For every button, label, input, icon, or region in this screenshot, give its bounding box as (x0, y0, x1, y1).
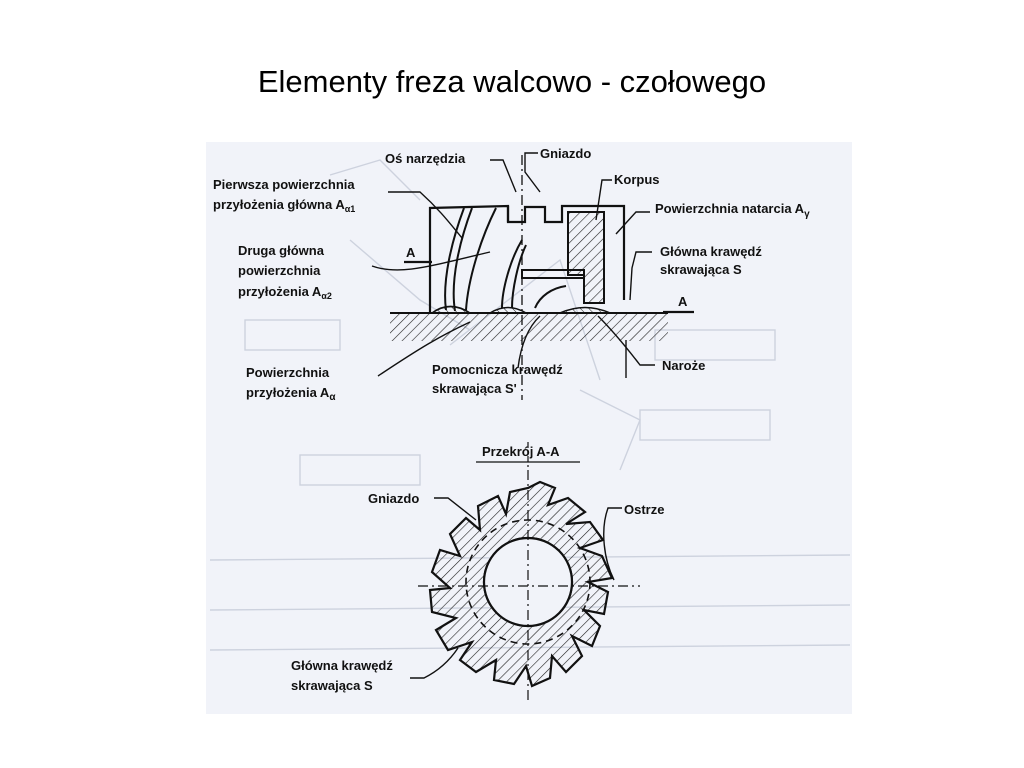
section-title-underline (476, 442, 580, 468)
label-gniazdo-bottom: Gniazdo (368, 491, 419, 506)
label-druga-line2: powierzchnia (238, 263, 321, 278)
leader-lines-bottom (410, 497, 622, 679)
label-glowna-bottom-line2: skrawająca S (291, 678, 373, 693)
label-przylozenia-line2: przyłożenia Aα (246, 385, 336, 403)
label-przylozenia-line1: Powierzchnia (246, 365, 330, 380)
cutter-body-outline (428, 204, 626, 312)
label-pomocnicza-line1: Pomocnicza krawędź (432, 362, 563, 377)
label-naroze: Naroże (662, 358, 705, 373)
label-gniazdo-top: Gniazdo (540, 146, 591, 161)
label-glowna-bottom-line1: Główna krawędź (291, 658, 393, 673)
helical-teeth (444, 207, 567, 312)
label-os-narzedzia: Oś narzędzia (385, 151, 466, 166)
label-section-a-left: A (406, 245, 416, 260)
label-druga-line1: Druga główna (238, 243, 325, 258)
cutter-cross-section (428, 480, 614, 688)
korpus-section (521, 211, 605, 304)
slide-title: Elementy freza walcowo - czołowego (257, 64, 767, 99)
tooth-tips (429, 305, 611, 314)
label-glowna-top-line2: skrawająca S (660, 262, 742, 277)
label-pierwsza-line1: Pierwsza powierzchnia (213, 177, 355, 192)
label-glowna-top-line1: Główna krawędź (660, 244, 762, 259)
label-pomocnicza-line2: skrawająca S' (432, 381, 517, 396)
label-druga-line3: przyłożenia Aα2 (238, 284, 332, 301)
label-section-a-right: A (678, 294, 688, 309)
label-natarcia: Powierzchnia natarcia Aγ (655, 201, 810, 220)
label-korpus: Korpus (614, 172, 660, 187)
section-center-axes (418, 470, 640, 704)
label-pierwsza-line2: przyłożenia główna Aα1 (213, 197, 355, 214)
leader-lines-top (371, 152, 655, 378)
workpiece-surface (390, 312, 668, 341)
label-przekroj: Przekrój A-A (482, 444, 560, 459)
label-ostrze: Ostrze (624, 502, 664, 517)
